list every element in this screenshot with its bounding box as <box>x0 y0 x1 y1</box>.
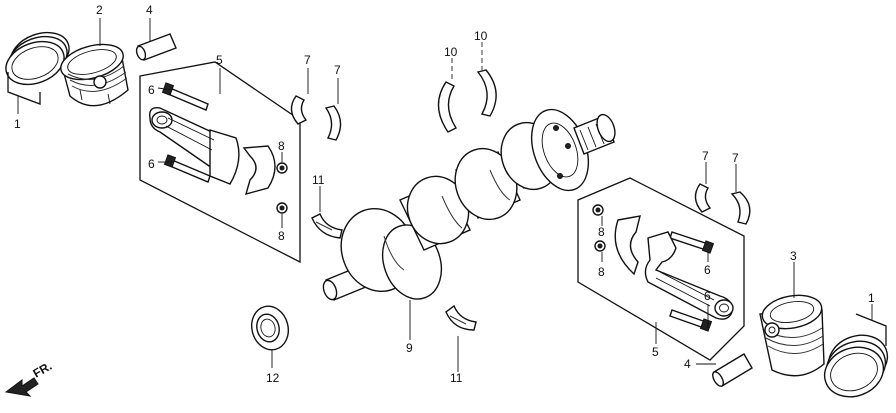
piston-rings-left <box>5 31 70 105</box>
front-arrow-icon <box>4 377 39 397</box>
label-6-right-bottom: 6 <box>704 289 711 303</box>
front-direction-indicator: FR. <box>4 359 55 397</box>
piston-right <box>759 294 825 377</box>
label-5-left: 5 <box>216 53 223 67</box>
label-12: 12 <box>266 371 280 385</box>
label-8-right-top: 8 <box>598 225 605 239</box>
label-11-upper: 11 <box>312 173 325 187</box>
main-bearing-upper <box>311 213 343 239</box>
main-bearing-lower <box>445 304 477 331</box>
label-10-b: 10 <box>474 29 488 43</box>
label-6-left-top: 6 <box>148 83 155 97</box>
label-2: 2 <box>96 3 103 17</box>
label-7-left-a: 7 <box>304 53 311 67</box>
piston-rings-right <box>823 313 889 398</box>
label-7-left-b: 7 <box>334 63 341 77</box>
label-8-left-top: 8 <box>278 139 285 153</box>
label-5-right: 5 <box>652 345 659 359</box>
label-4-right: 4 <box>684 357 691 371</box>
piston-pin-left <box>135 33 177 61</box>
label-7-right-b: 7 <box>732 151 739 165</box>
label-1-left: 1 <box>14 117 21 131</box>
piston-left <box>60 43 129 107</box>
crankshaft <box>322 108 616 301</box>
label-1-right: 1 <box>868 291 875 305</box>
label-6-right-top: 6 <box>704 263 711 277</box>
oil-seal <box>251 305 289 351</box>
label-11-lower: 11 <box>450 371 463 385</box>
label-7-right-a: 7 <box>702 149 709 163</box>
label-8-left-bottom: 8 <box>278 229 285 243</box>
rod-bearings-right <box>694 183 751 225</box>
label-10-a: 10 <box>444 45 458 59</box>
piston-pin-right <box>712 353 753 387</box>
thrust-washers <box>437 69 497 133</box>
connecting-rod-left <box>139 61 301 264</box>
label-3: 3 <box>790 249 797 263</box>
leader-lines <box>17 18 873 372</box>
callout-labels: 1 2 4 5 6 6 7 7 8 8 11 10 10 9 11 12 8 8… <box>14 3 875 385</box>
front-direction-label: FR. <box>31 359 55 381</box>
rod-bearings-left <box>290 95 342 141</box>
label-9: 9 <box>406 341 413 355</box>
label-4-left: 4 <box>146 3 153 17</box>
label-6-left-bottom: 6 <box>148 157 155 171</box>
label-8-right-bottom: 8 <box>598 265 605 279</box>
